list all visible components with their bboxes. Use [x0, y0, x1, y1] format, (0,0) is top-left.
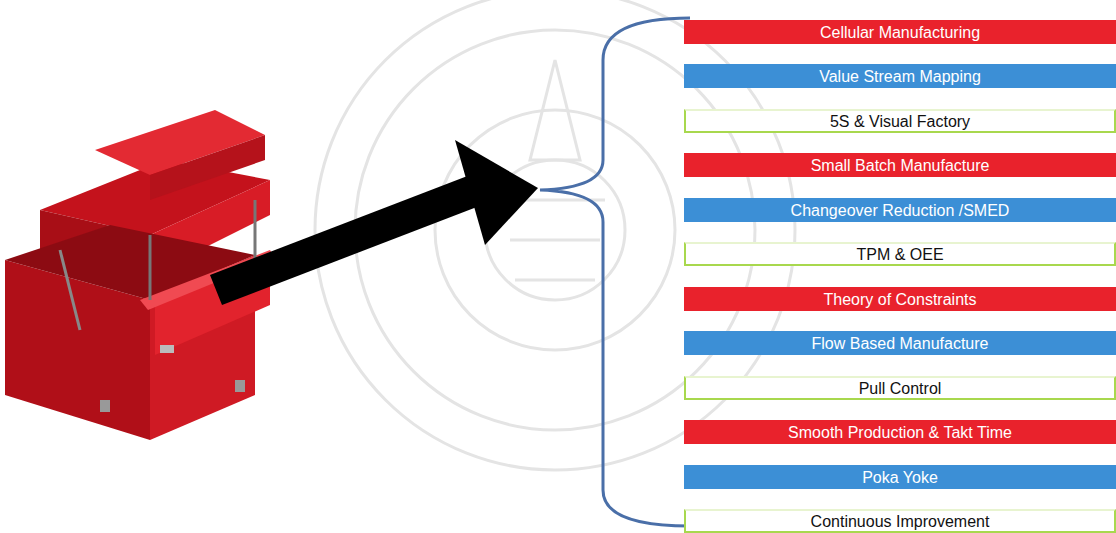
tool-label: Theory of Constraints [824, 290, 977, 309]
tool-label: Cellular Manufacturing [820, 23, 980, 42]
tool-band: Small Batch Manufacture [684, 153, 1116, 177]
tool-band: Changeover Reduction /SMED [684, 198, 1116, 222]
tool-band: Smooth Production & Takt Time [684, 420, 1116, 444]
tool-label: Continuous Improvement [811, 512, 990, 531]
tool-band: Cellular Manufacturing [684, 20, 1116, 44]
tool-label: Value Stream Mapping [819, 67, 981, 86]
tool-label: Smooth Production & Takt Time [788, 423, 1012, 442]
tool-band: 5S & Visual Factory [684, 109, 1116, 133]
tool-label: Changeover Reduction /SMED [791, 201, 1010, 220]
tool-label: Pull Control [859, 379, 942, 398]
tool-band: Pull Control [684, 376, 1116, 400]
tool-band: Value Stream Mapping [684, 64, 1116, 88]
tool-label: Flow Based Manufacture [812, 334, 989, 353]
tool-band: Poka Yoke [684, 465, 1116, 489]
tool-band: Flow Based Manufacture [684, 331, 1116, 355]
tool-label: Small Batch Manufacture [811, 156, 990, 175]
arrow-illustration [210, 140, 538, 305]
tool-label: 5S & Visual Factory [830, 112, 970, 131]
tool-band: TPM & OEE [684, 242, 1116, 266]
tool-band: Continuous Improvement [684, 509, 1116, 533]
curly-brace [540, 18, 690, 526]
tool-label: TPM & OEE [856, 245, 943, 264]
tool-label: Poka Yoke [862, 468, 938, 487]
tool-band: Theory of Constraints [684, 287, 1116, 311]
